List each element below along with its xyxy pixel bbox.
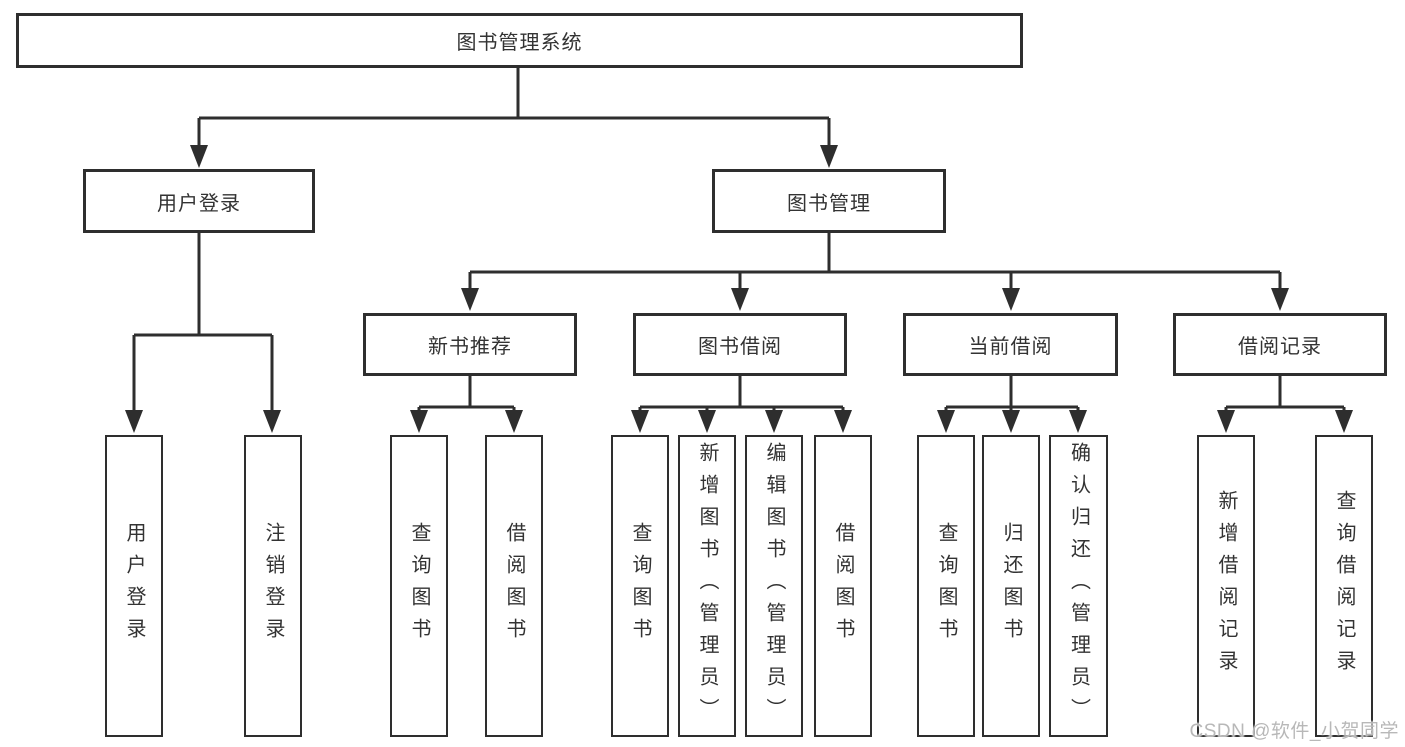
leaf-borrow-books-label: 借阅图书	[832, 522, 854, 650]
leaf-edit-book-admin-label: 编辑图书（管理员）	[763, 442, 785, 730]
leaf-return-books-label: 归还图书	[1000, 522, 1022, 650]
leaf-confirm-return-admin: 确认归还（管理员）	[1049, 435, 1108, 737]
leaf-logout-label: 注销登录	[262, 522, 284, 650]
leaf-borrow-books-recommend-label: 借阅图书	[503, 522, 525, 650]
leaf-add-borrow-record-label: 新增借阅记录	[1215, 490, 1237, 682]
leaf-user-login: 用户登录	[105, 435, 163, 737]
node-book-borrowing: 图书借阅	[633, 313, 847, 376]
leaf-query-books-recommend: 查询图书	[390, 435, 448, 737]
leaf-return-books: 归还图书	[982, 435, 1040, 737]
node-library-management-system: 图书管理系统	[16, 13, 1023, 68]
node-new-book-recommendation: 新书推荐	[363, 313, 577, 376]
leaf-add-book-admin-label: 新增图书（管理员）	[696, 442, 718, 730]
node-user-login: 用户登录	[83, 169, 315, 233]
leaf-borrow-books-recommend: 借阅图书	[485, 435, 543, 737]
leaf-query-books-current-label: 查询图书	[935, 522, 957, 650]
leaf-query-books-current: 查询图书	[917, 435, 975, 737]
leaf-add-book-admin: 新增图书（管理员）	[678, 435, 736, 737]
leaf-borrow-books: 借阅图书	[814, 435, 872, 737]
leaf-query-books-borrowing-label: 查询图书	[629, 522, 651, 650]
arrowheads	[125, 145, 1353, 433]
leaf-logout: 注销登录	[244, 435, 302, 737]
leaf-user-login-label: 用户登录	[123, 522, 145, 650]
leaf-query-books-borrowing: 查询图书	[611, 435, 669, 737]
leaf-query-borrow-record-label: 查询借阅记录	[1333, 490, 1355, 682]
leaf-confirm-return-admin-label: 确认归还（管理员）	[1067, 442, 1090, 730]
leaf-query-borrow-record: 查询借阅记录	[1315, 435, 1373, 737]
node-borrowing-records: 借阅记录	[1173, 313, 1387, 376]
node-current-borrowing: 当前借阅	[903, 313, 1118, 376]
leaf-query-books-recommend-label: 查询图书	[408, 522, 430, 650]
csdn-watermark: CSDN @软件_小贺同学	[1189, 721, 1399, 742]
leaf-add-borrow-record: 新增借阅记录	[1197, 435, 1255, 737]
leaf-edit-book-admin: 编辑图书（管理员）	[745, 435, 803, 737]
node-book-management: 图书管理	[712, 169, 946, 233]
